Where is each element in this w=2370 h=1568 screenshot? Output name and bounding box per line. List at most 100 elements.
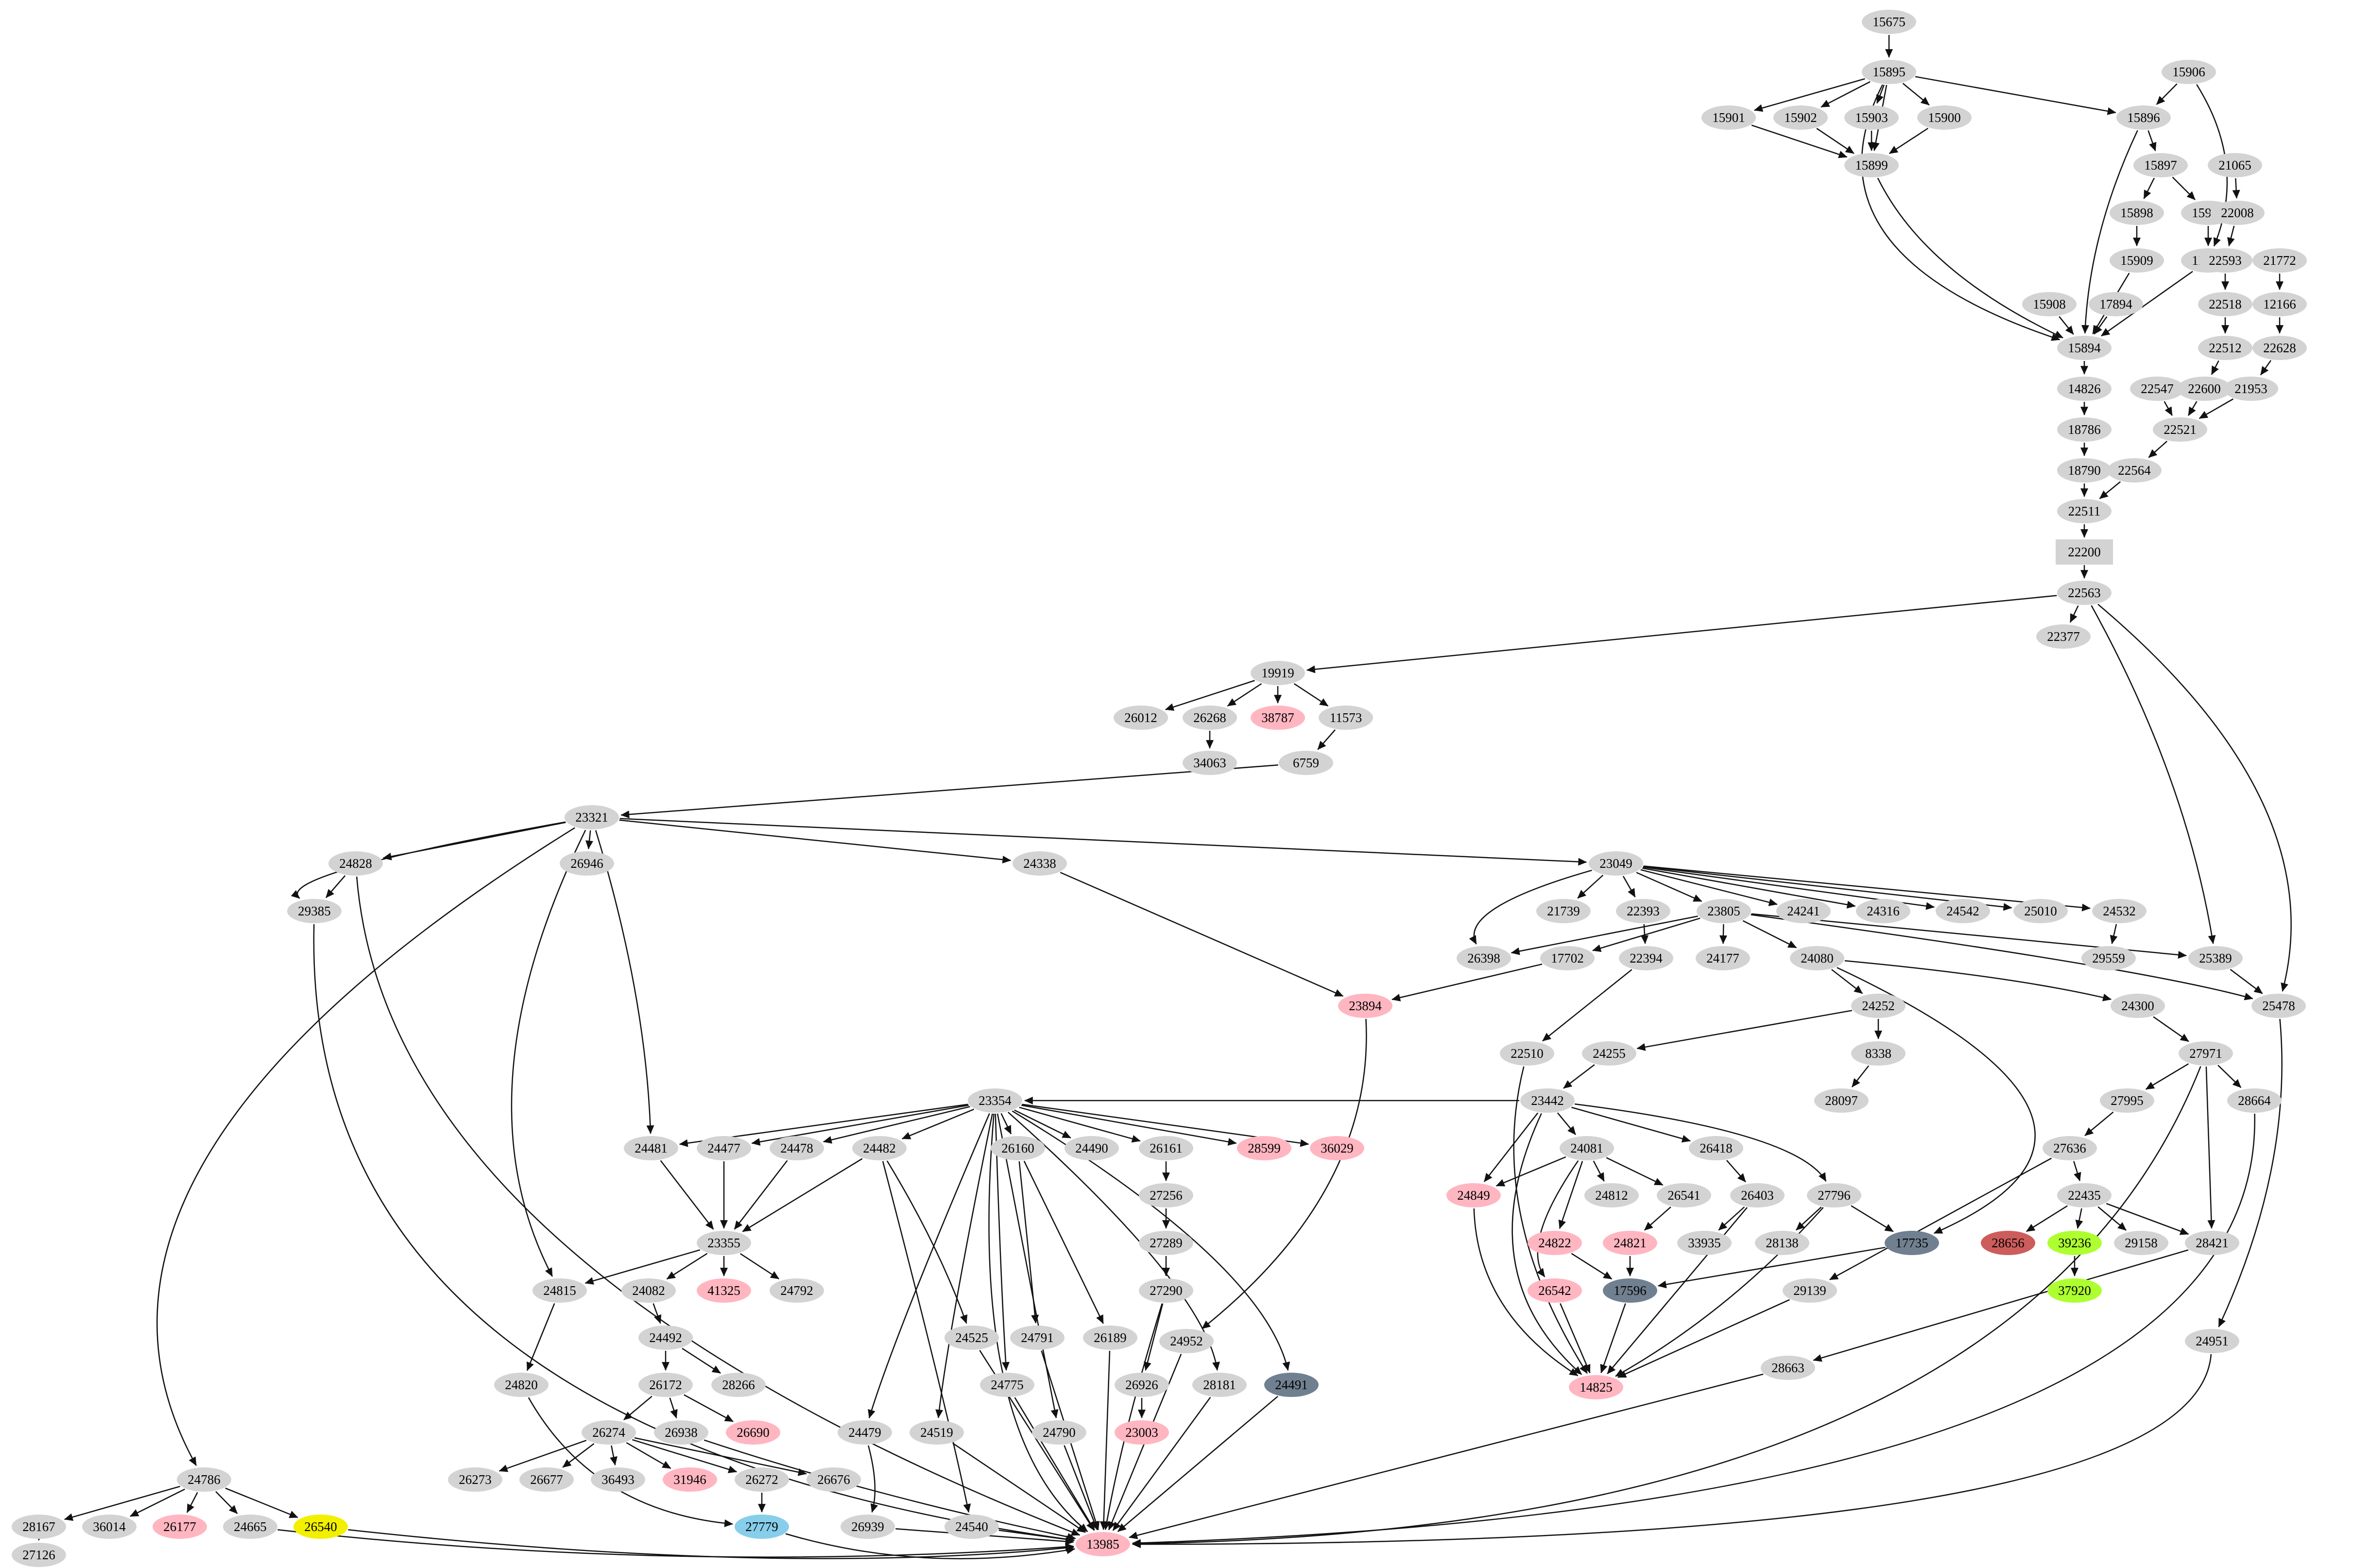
edge-24481-23355 <box>660 1160 714 1230</box>
graph-node-28181: 28181 <box>1192 1373 1247 1397</box>
node-shape <box>735 1515 789 1539</box>
graph-node-23805: 23805 <box>1697 899 1751 923</box>
node-label: 24519 <box>920 1425 953 1440</box>
node-label: 22435 <box>2068 1188 2101 1203</box>
node-shape <box>532 1278 587 1303</box>
edge-24786-36014 <box>130 1488 185 1517</box>
edge-26540-13985 <box>348 1529 1075 1559</box>
node-shape <box>654 1420 708 1445</box>
graph-node-21739: 21739 <box>1536 899 1591 923</box>
graph-node-22377: 22377 <box>2036 624 2091 649</box>
node-shape <box>1783 1278 1837 1303</box>
node-shape <box>2089 292 2143 316</box>
edge-24082-24492 <box>653 1303 662 1324</box>
node-label: 28138 <box>1766 1236 1799 1250</box>
node-shape <box>2162 60 2216 84</box>
edge-23049-24241 <box>1640 869 1778 906</box>
node-shape <box>1616 899 1670 923</box>
graph-node-15900: 15900 <box>1917 105 1972 130</box>
edge-24786-28167 <box>64 1485 180 1521</box>
node-shape <box>1139 1231 1193 1255</box>
graph-node-22200: 22200 <box>2056 539 2113 565</box>
node-shape <box>1338 994 1392 1018</box>
node-label: 24542 <box>1946 904 1979 918</box>
node-label: 27971 <box>2189 1046 2222 1061</box>
node-label: 24821 <box>1614 1236 1647 1250</box>
node-label: 26540 <box>304 1519 337 1534</box>
edge-24482-23355 <box>742 1158 863 1232</box>
node-label: 29385 <box>298 904 331 918</box>
edge-23355-24082 <box>666 1253 708 1280</box>
edge-22394-22510 <box>1542 969 1632 1042</box>
edge-25389-25478 <box>2230 969 2263 994</box>
node-label: 21772 <box>2263 253 2296 268</box>
node-label: 24082 <box>632 1283 665 1298</box>
edge-26160-26189 <box>1023 1160 1104 1324</box>
graph-node-24542: 24542 <box>1936 899 1990 923</box>
node-label: 24491 <box>1275 1378 1308 1392</box>
node-shape <box>2057 417 2112 442</box>
node-shape <box>153 1515 207 1539</box>
node-label: 15899 <box>1855 158 1888 172</box>
node-label: 24532 <box>2103 904 2136 918</box>
node-label: 41325 <box>707 1283 740 1298</box>
node-label: 23894 <box>1349 999 1382 1013</box>
edge-23049-23805 <box>1636 872 1702 902</box>
node-shape <box>1773 105 1828 130</box>
node-shape <box>1851 994 1906 1018</box>
edge-24519-13985 <box>952 1443 1086 1533</box>
graph-node-17596: 17596 <box>1603 1278 1657 1303</box>
node-label: 26939 <box>851 1519 884 1534</box>
edge-24815-24820 <box>526 1303 555 1371</box>
graph-node-22521: 22521 <box>2153 417 2207 442</box>
node-shape <box>2110 201 2164 225</box>
node-shape <box>2133 153 2188 177</box>
graph-node-24790: 24790 <box>1032 1420 1086 1445</box>
graph-node-19919: 19919 <box>1251 661 1305 685</box>
node-shape <box>2116 105 2171 130</box>
graph-node-14825: 14825 <box>1569 1375 1623 1399</box>
edge-27796-17735 <box>1851 1205 1894 1232</box>
edge-6759-23321 <box>620 764 1278 819</box>
edge-26189-13985 <box>1099 1350 1111 1530</box>
edge-23049-22393 <box>1622 876 1636 897</box>
node-label: 23321 <box>575 810 608 825</box>
edge-24828-29385 <box>325 875 346 898</box>
edge-23805-25389 <box>1751 913 2187 959</box>
graph-node-24482: 24482 <box>852 1136 907 1160</box>
graph-node-15894: 15894 <box>2057 336 2112 360</box>
graph-node-29385: 29385 <box>287 899 342 923</box>
edge-23354-24482 <box>901 1108 975 1139</box>
edge-21065-22008 <box>2232 178 2240 199</box>
node-label: 37920 <box>2058 1283 2091 1298</box>
node-shape <box>1032 1420 1086 1445</box>
node-shape <box>1701 105 1756 130</box>
edge-19919-26268 <box>1227 683 1262 707</box>
graph-node-23442: 23442 <box>1520 1088 1575 1113</box>
edge-24081-24812 <box>1593 1160 1605 1182</box>
node-label: 26676 <box>817 1472 850 1487</box>
node-label: 24820 <box>505 1378 538 1392</box>
graph-node-38787: 38787 <box>1251 706 1305 730</box>
graph-node-24252: 24252 <box>1851 994 1906 1018</box>
graph-node-24338: 24338 <box>1013 851 1067 876</box>
node-label: 28097 <box>1825 1093 1858 1108</box>
graph-node-36014: 36014 <box>82 1515 137 1539</box>
edge-23049-21739 <box>1577 875 1604 899</box>
graph-node-23049: 23049 <box>1589 851 1643 876</box>
edge-17894-15894 <box>2094 316 2108 335</box>
graph-node-23321: 23321 <box>565 805 619 829</box>
edge-22521-22564 <box>2148 440 2168 458</box>
graph-node-26274: 26274 <box>582 1420 636 1445</box>
node-shape <box>852 1136 907 1160</box>
edge-23321-23049 <box>619 818 1587 866</box>
node-label: 21953 <box>2234 381 2267 396</box>
node-shape <box>2252 292 2307 316</box>
graph-node-24821: 24821 <box>1603 1231 1657 1255</box>
edge-22564-22511 <box>2099 481 2121 500</box>
graph-node-15903: 15903 <box>1844 105 1899 130</box>
graph-node-15906: 15906 <box>2162 60 2216 84</box>
edge-24849-14825 <box>1473 1208 1579 1377</box>
node-label: 15897 <box>2144 158 2177 172</box>
